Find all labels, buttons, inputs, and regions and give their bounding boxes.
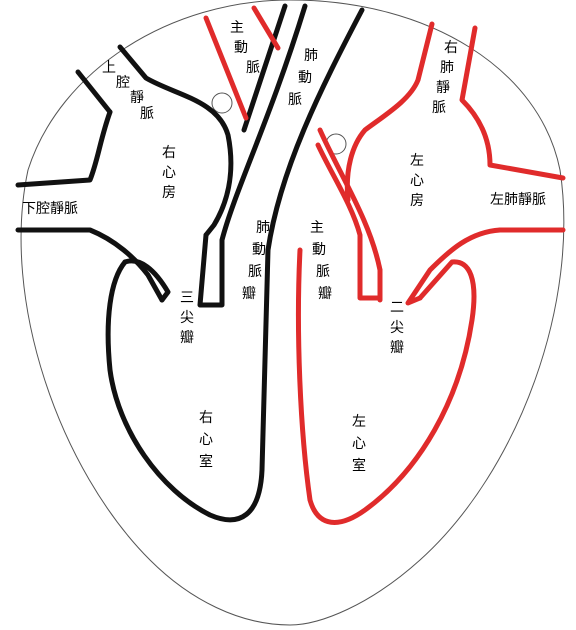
label-right-pulmonary-vein-1: 右 [444,40,458,56]
label-right-atrium-3: 房 [162,185,176,201]
label-bicuspid-3: 瓣 [390,340,404,356]
label-bicuspid-1: 二 [390,300,404,316]
label-pulmonary-valve-4: 瓣 [242,286,256,302]
label-superior-vena-cava-1: 上 [102,60,116,76]
label-aorta-3: 脈 [246,60,260,76]
label-pulmonary-artery-2: 動 [298,70,312,86]
label-bicuspid-2: 尖 [390,320,404,336]
label-right-atrium-2: 心 [162,165,176,181]
label-superior-vena-cava-4: 脈 [140,106,154,122]
label-left-atrium-2: 心 [410,173,424,189]
label-aortic-valve-3: 脈 [316,264,330,280]
label-pulmonary-artery-1: 肺 [304,48,318,64]
superior-vena-cava-inner [120,47,231,235]
label-inferior-vena-cava: 下腔靜脈 [22,201,78,217]
mitral-flap [408,230,500,303]
right-atrium-wall [18,112,110,185]
pulmonary-artery-outer [268,10,362,250]
right-pulmonary-vein-outer [462,28,563,178]
label-superior-vena-cava-2: 腔 [116,75,130,91]
label-aorta-1: 主 [230,20,244,36]
label-pulmonary-artery-3: 脈 [288,92,302,108]
label-left-ventricle-3: 室 [352,457,366,474]
label-tricuspid-3: 瓣 [180,330,194,346]
label-left-ventricle-1: 左 [352,414,366,430]
label-aortic-valve-4: 瓣 [318,286,332,302]
label-right-pulmonary-vein-3: 靜 [436,80,450,96]
label-aorta-2: 動 [234,40,248,56]
label-right-ventricle-2: 心 [199,432,213,448]
label-right-atrium-1: 右 [162,145,176,161]
pulmonary-artery-inner [200,6,305,305]
label-right-ventricle-1: 右 [199,410,213,426]
label-left-atrium-3: 房 [410,193,424,209]
label-right-pulmonary-vein-2: 肺 [440,60,454,76]
label-aortic-valve-1: 主 [310,220,324,236]
label-right-ventricle-3: 室 [199,453,213,470]
label-tricuspid-1: 三 [180,290,194,306]
label-aortic-valve-2: 動 [312,242,326,258]
label-right-pulmonary-vein-4: 脈 [432,100,446,116]
label-left-ventricle-2: 心 [352,436,366,452]
label-pulmonary-valve-3: 脈 [248,264,262,280]
label-left-atrium-1: 左 [410,153,424,169]
label-pulmonary-valve-2: 動 [252,242,266,258]
label-left-pulmonary-vein: 左肺靜脈 [490,192,546,208]
superior-vena-cava-outer [78,72,110,112]
label-superior-vena-cava-3: 靜 [130,90,144,106]
aorta-right-wall [254,8,278,48]
label-pulmonary-valve-1: 肺 [256,220,270,236]
label-tricuspid-2: 尖 [180,310,194,326]
landmark-circle-right [212,93,232,113]
